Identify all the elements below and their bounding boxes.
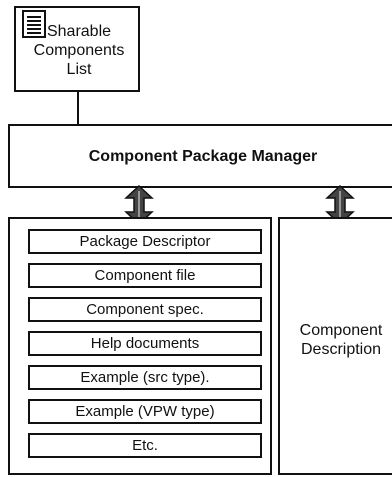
component-description-panel: Component Description bbox=[278, 217, 392, 475]
shareable-components-label: Sharable Components List bbox=[22, 22, 136, 80]
package-item-example-src: Example (src type). bbox=[28, 365, 262, 390]
package-item-descriptor: Package Descriptor bbox=[28, 229, 262, 254]
component-package-manager-label: Component Package Manager bbox=[88, 148, 318, 165]
shareable-label-line1: Sharable bbox=[46, 23, 112, 40]
package-item-etc: Etc. bbox=[28, 433, 262, 458]
document-icon bbox=[22, 10, 46, 38]
description-label-line2: Description bbox=[300, 341, 382, 359]
shareable-components-list-box: Sharable Components List bbox=[14, 6, 140, 92]
connector-line bbox=[77, 92, 79, 124]
package-item-example-vpw: Example (VPW type) bbox=[28, 399, 262, 424]
shareable-label-line2: Components bbox=[33, 42, 125, 60]
component-package-manager-box: Component Package Manager bbox=[8, 124, 392, 188]
package-item-component-file: Component file bbox=[28, 263, 262, 288]
shareable-label-line3: List bbox=[66, 61, 92, 79]
description-label-line1: Component bbox=[299, 322, 383, 339]
component-description-label: Component Description bbox=[284, 321, 392, 359]
package-item-component-spec: Component spec. bbox=[28, 297, 262, 322]
component-package-panel: Package Descriptor Component file Compon… bbox=[8, 217, 272, 475]
package-item-help-documents: Help documents bbox=[28, 331, 262, 356]
